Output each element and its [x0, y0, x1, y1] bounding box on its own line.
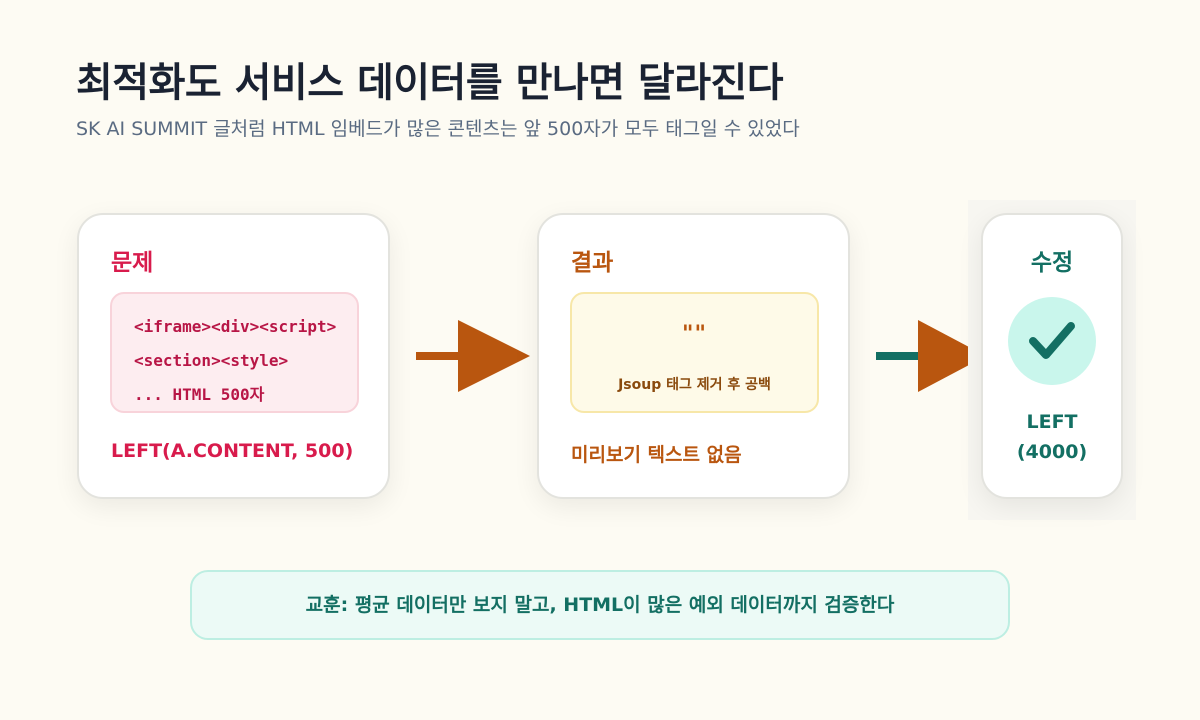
- fix-value-line1: LEFT: [1026, 411, 1078, 433]
- check-icon: [1008, 297, 1096, 385]
- code-line: ... HTML 500자: [134, 385, 265, 404]
- empty-preview-box: "" Jsoup 태그 제거 후 공백: [570, 292, 819, 413]
- lesson-banner: 교훈: 평균 데이터만 보지 말고, HTML이 많은 예외 데이터까지 검증한…: [190, 570, 1010, 640]
- problem-code-box: <iframe><div><script> <section><style> .…: [110, 292, 359, 413]
- result-caption: 미리보기 텍스트 없음: [571, 444, 742, 466]
- arrow-right-icon: [876, 320, 986, 392]
- fix-value: LEFT (4000): [983, 407, 1121, 467]
- page-subtitle: SK AI SUMMIT 글처럼 HTML 임베드가 많은 콘텐츠는 앞 500…: [76, 118, 800, 140]
- page-title: 최적화도 서비스 데이터를 만나면 달라진다: [76, 60, 784, 106]
- result-title: 결과: [571, 250, 614, 276]
- code-line: <section><style>: [134, 351, 289, 370]
- fix-value-line2: (4000): [1016, 441, 1088, 463]
- empty-caption: Jsoup 태그 제거 후 공백: [618, 377, 771, 393]
- result-card: 결과 "" Jsoup 태그 제거 후 공백 미리보기 텍스트 없음: [537, 213, 850, 499]
- problem-caption: LEFT(A.CONTENT, 500): [111, 440, 354, 462]
- problem-title: 문제: [111, 250, 154, 276]
- arrow-right-icon: [416, 320, 530, 392]
- empty-quote: "": [682, 322, 707, 347]
- fix-card: 수정 LEFT (4000): [981, 213, 1123, 499]
- code-line: <iframe><div><script>: [134, 317, 337, 336]
- fix-title: 수정: [1030, 250, 1074, 276]
- problem-card: 문제 <iframe><div><script> <section><style…: [77, 213, 390, 499]
